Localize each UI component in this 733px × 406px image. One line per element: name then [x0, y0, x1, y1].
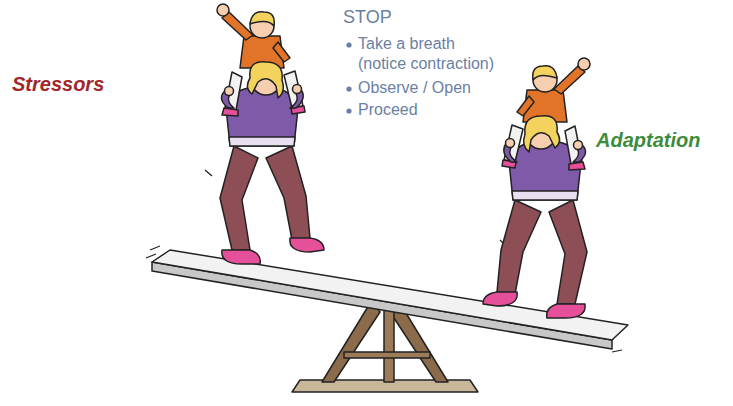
- list-bullets: [346, 42, 351, 113]
- fulcrum-post: [384, 304, 394, 382]
- bullet-dot: [346, 42, 351, 47]
- motion-line: [205, 170, 506, 246]
- list-item: Observe / Open: [358, 78, 518, 98]
- list-heading: STOP: [343, 6, 463, 28]
- side-label: Stressors: [12, 72, 152, 96]
- fulcrum-brace: [344, 352, 430, 358]
- bullet-dot: [346, 108, 351, 113]
- mother-child-figure: [483, 58, 590, 318]
- list-item: Take a breath (notice contraction): [358, 34, 500, 74]
- bullet-dot: [346, 86, 351, 91]
- motion-line: [146, 246, 160, 258]
- list-item: Proceed: [358, 100, 518, 120]
- plank-top: [152, 250, 628, 340]
- seesaw-plank: [152, 250, 628, 349]
- fulcrum-leg: [322, 300, 380, 382]
- mother-child-figure: [217, 4, 324, 264]
- side-label: Adaptation: [596, 128, 731, 152]
- plank-edge: [152, 262, 612, 349]
